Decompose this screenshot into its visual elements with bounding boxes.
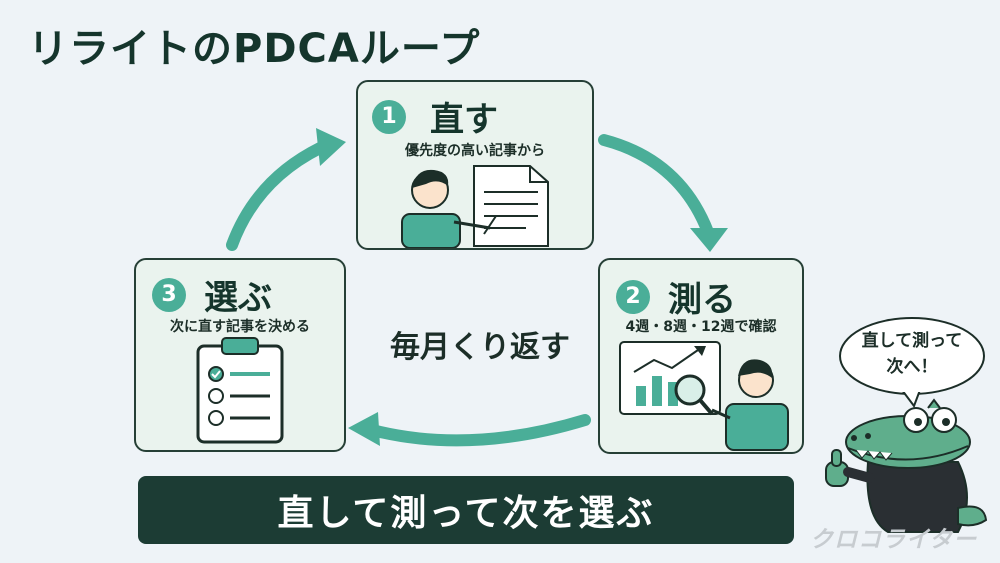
step-number-badge: 2 [616,279,650,314]
step-subtitle: 優先度の高い記事から [405,143,545,159]
speech-bubble-text: 直して測って 次へ！ [836,328,988,380]
page-title: リライトのPDCAループ [28,26,481,72]
step-number-badge: 3 [152,277,186,312]
crocodile-mascot-icon [825,398,988,533]
arrowhead-1 [316,128,346,166]
step-subtitle: 次に直す記事を決める [170,319,310,335]
speech-bubble [839,317,985,408]
arrow-choose-to-fix [226,142,326,251]
arrowhead-2 [690,228,728,252]
analytics-magnifier-icon [619,341,789,451]
step-card-choose: 3 選ぶ 次に直す記事を決める [134,258,346,452]
arrow-measure-to-choose [366,414,591,447]
clipboard-checklist-icon [196,337,284,444]
step-title: 直す [430,100,498,140]
step-number-badge: 1 [372,99,406,134]
brand-watermark: クロコライター [810,527,978,553]
step-title: 選ぶ [204,278,272,318]
step-card-measure: 2 測る 4週・8週・12週で確認 [598,258,804,454]
speech-line-2: 次へ！ [886,357,938,377]
summary-banner: 直して測って次を選ぶ [138,476,794,544]
writer-document-icon [401,165,549,248]
cycle-center-label: 毎月くり返す [390,330,570,365]
arrow-fix-to-measure [598,134,714,238]
speech-line-1: 直して測って [861,331,963,351]
arrowhead-3 [348,412,380,446]
step-card-fix: 1 直す 優先度の高い記事から [356,80,594,250]
step-subtitle: 4週・8週・12週で確認 [625,319,777,335]
step-title: 測る [668,280,736,320]
